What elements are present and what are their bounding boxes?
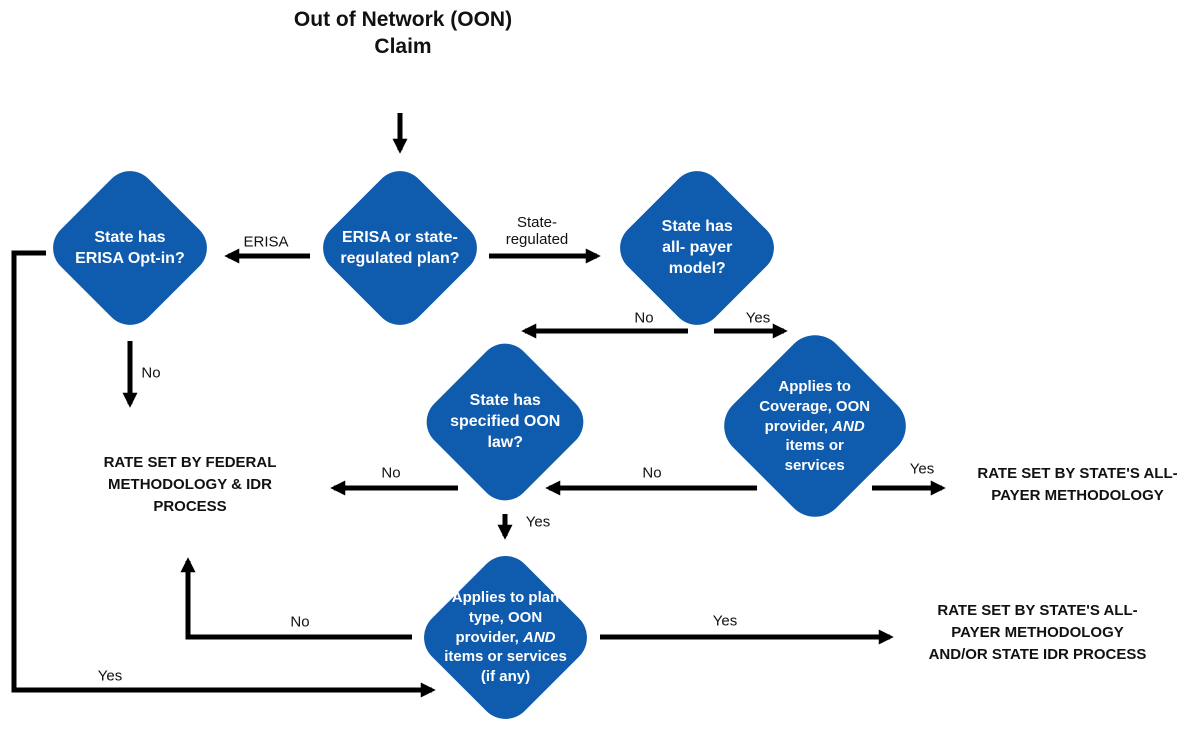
outcome-state-all-payer-methodology: RATE SET BY STATE'S ALL- PAYER METHODOLO… (977, 465, 1178, 504)
outcome-federal-methodology: RATE SET BY FEDERAL METHODOLOGY & IDR PR… (103, 454, 277, 515)
edge-label-state-regulated: State- regulated (505, 214, 569, 248)
edge-label-yes: Yes (745, 309, 771, 327)
node-label: State has all- payer model? (661, 218, 733, 278)
node-label: State has specified OON law? (449, 392, 561, 452)
edge-label-erisa: ERISA (243, 233, 289, 251)
edge-label-no: No (634, 309, 654, 327)
node-label: Applies to Coverage, OON provider, AND i… (759, 377, 871, 474)
outcome-state-all-payer-idr-process: RATE SET BY STATE'S ALL- PAYER METHODOLO… (928, 602, 1147, 663)
edge-label-no: No (141, 364, 161, 382)
arrow-erisa-optin-yes-to-applies-plan (11, 250, 436, 698)
edge-label-yes: Yes (712, 612, 738, 630)
arrow-applies-plan-no-to-federal (180, 557, 412, 640)
node-label: ERISA or state- regulated plan? (340, 228, 460, 267)
node-label: Applies to plan type, OON provider, AND … (444, 589, 567, 686)
edge-label-no: No (381, 464, 401, 482)
edge-label-yes: Yes (525, 513, 551, 531)
chart-title: Out of Network (OON) Claim (293, 8, 513, 58)
edge-label-yes: Yes (909, 460, 935, 478)
edge-label-no: No (642, 464, 662, 482)
edge-label-yes: Yes (97, 667, 123, 685)
node-label: State has ERISA Opt-in? (75, 228, 185, 267)
edge-label-no: No (290, 613, 310, 631)
